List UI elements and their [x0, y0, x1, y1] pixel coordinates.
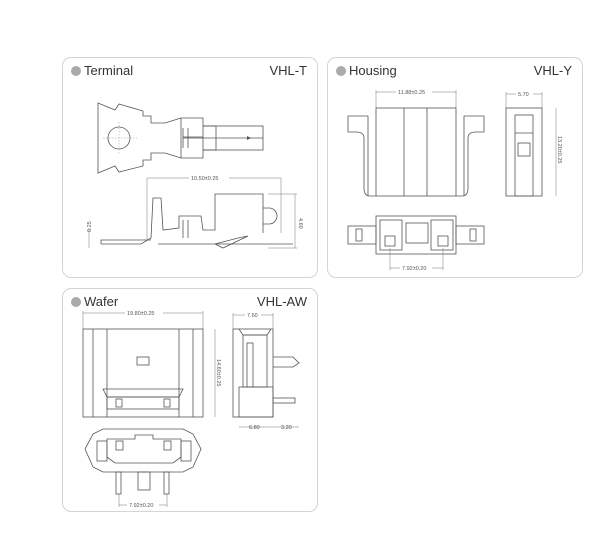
depth-dimension: 7.60 [247, 313, 258, 319]
pin-dimension: 3.20 [281, 425, 292, 431]
terminal-panel: Terminal VHL-T 10.50±0.25 4.60 0.25 [62, 57, 318, 278]
pitch-dimension: 7.92±0.20 [129, 503, 153, 509]
thickness-dimension: 0.25 [87, 221, 93, 232]
height-dimension: 14.60±0.25 [215, 359, 221, 387]
panel-title: Housing [349, 63, 397, 78]
width-dimension: 11.88±0.25 [398, 90, 425, 96]
body-dimension: 6.80 [249, 425, 260, 431]
bullet-icon [71, 65, 81, 76]
panel-title: Terminal [84, 63, 134, 78]
wafer-drawing: 19.80±0.25 14.60±0.25 7.60 6.80 3.20 7.9… [82, 311, 300, 509]
height-dimension: 13.20±0.25 [556, 136, 562, 164]
depth-dimension: 5.70 [518, 92, 529, 98]
part-code: VHL-T [269, 63, 307, 78]
height-dimension: 4.60 [297, 218, 303, 229]
part-code: VHL-AW [256, 294, 307, 309]
panel-title: Wafer [84, 294, 119, 309]
wafer-panel: Wafer VHL-AW 19.80±0.25 14.60±0.25 7.60 … [62, 288, 318, 512]
bullet-icon [71, 296, 81, 307]
housing-drawing: 11.88±0.25 5.70 13.20±0.25 7.92±0.20 [347, 90, 562, 272]
housing-panel: Housing VHL-Y 11.88±0.25 5.70 13.20±0.25… [327, 57, 583, 278]
pitch-dimension: 7.92±0.20 [402, 266, 426, 272]
width-dimension: 19.80±0.25 [127, 311, 155, 317]
part-code: VHL-Y [533, 63, 572, 78]
terminal-drawing: 10.50±0.25 4.60 0.25 [87, 102, 303, 249]
bullet-icon [336, 65, 346, 76]
length-dimension: 10.50±0.25 [191, 176, 219, 182]
